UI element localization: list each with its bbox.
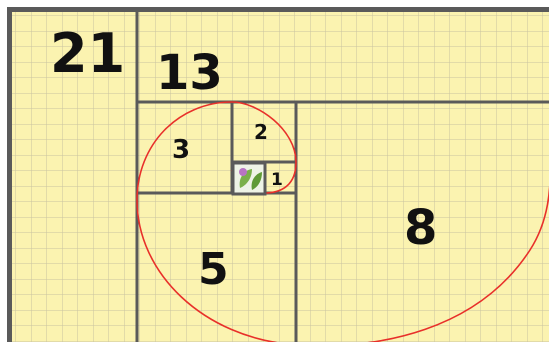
center-unit-square [233,163,265,194]
label-8: 8 [404,200,437,256]
label-21: 21 [50,22,125,85]
label-1: 1 [271,170,283,190]
flower-icon [239,168,247,176]
label-5: 5 [198,244,229,295]
label-2: 2 [254,120,268,144]
label-13: 13 [156,45,223,101]
label-3: 3 [172,135,190,165]
